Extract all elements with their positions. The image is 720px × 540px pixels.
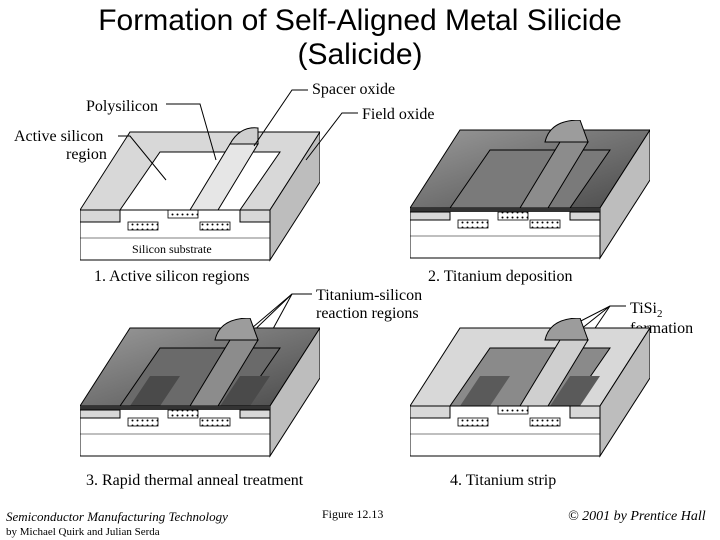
label-active-silicon-line1: Active silicon — [14, 128, 104, 145]
label-titanium-silicon-line2: reaction regions — [316, 305, 419, 322]
footer-authors: by Michael Quirk and Julian Serda — [6, 526, 160, 538]
panel-2-diagram — [410, 120, 650, 260]
title-line-2: (Salicide) — [297, 38, 423, 71]
title-line-1: Formation of Self-Aligned Metal Silicide — [98, 4, 622, 37]
footer-copyright: © 2001 by Prentice Hall — [568, 509, 706, 524]
step-2-caption: 2. Titanium deposition — [428, 268, 573, 285]
footer-book-title: Semiconductor Manufacturing Technology — [6, 509, 228, 524]
step-4-caption: 4. Titanium strip — [450, 472, 557, 489]
panel-4-diagram — [410, 318, 650, 458]
footer-figure-number: Figure 12.13 — [322, 507, 384, 521]
label-titanium-silicon-line1: Titanium-silicon — [316, 287, 423, 304]
label-active-silicon-line2: region — [66, 146, 107, 163]
step-3-caption: 3. Rapid thermal anneal treatment — [86, 472, 304, 489]
label-spacer-oxide: Spacer oxide — [312, 81, 396, 98]
step-1-caption: 1. Active silicon regions — [94, 268, 250, 285]
tisi2-text: TiSi — [630, 300, 657, 317]
label-polysilicon: Polysilicon — [86, 98, 159, 115]
label-field-oxide: Field oxide — [362, 106, 435, 123]
tisi2-subscript: 2 — [657, 308, 663, 321]
label-silicon-substrate: Silicon substrate — [132, 242, 212, 256]
panel-3-diagram — [80, 318, 320, 458]
panel-1-diagram — [80, 127, 320, 262]
label-tisi2: TiSi2 — [630, 300, 663, 323]
